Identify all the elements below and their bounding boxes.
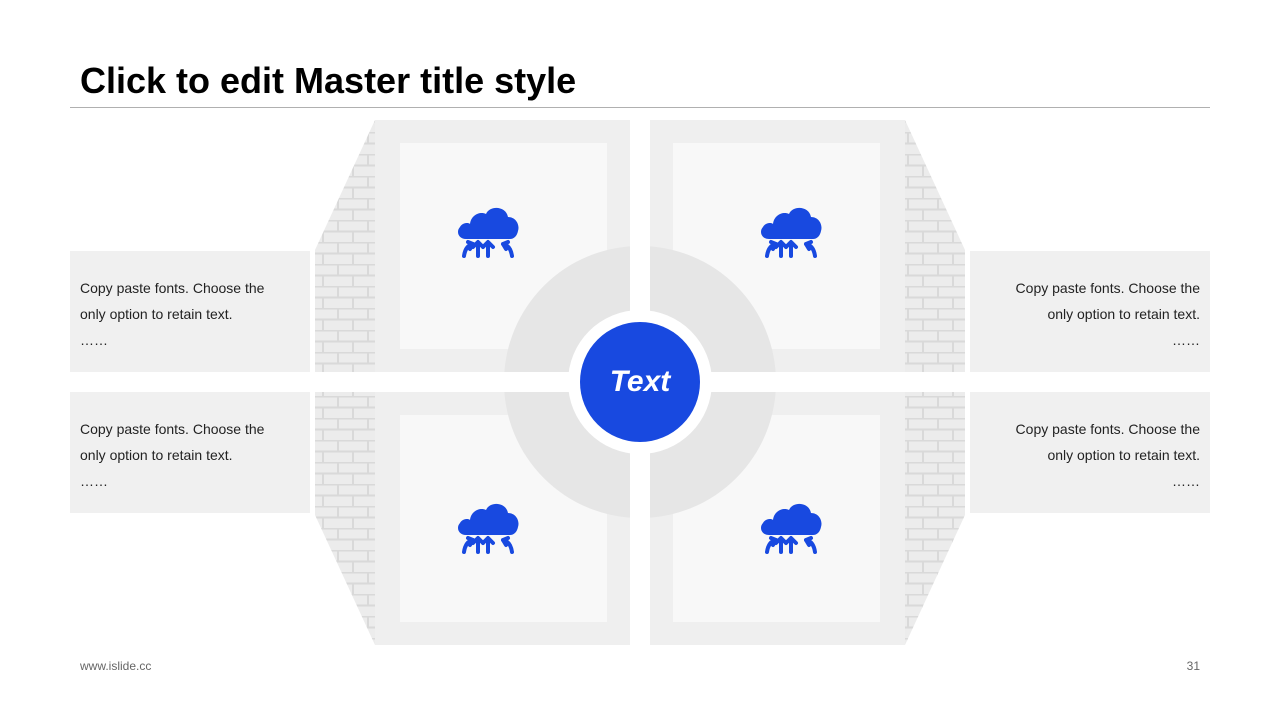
page-number: 31 — [1186, 659, 1200, 673]
text-line: Copy paste fonts. Choose the — [1015, 280, 1200, 296]
footer-url: www.islide.cc — [80, 659, 152, 673]
text-line: only option to retain text. — [80, 447, 233, 463]
text-ellipsis: …… — [80, 473, 108, 489]
text-box-bottom-left[interactable]: Copy paste fonts. Choose the only option… — [70, 392, 310, 513]
text-line: only option to retain text. — [1047, 306, 1200, 322]
text-line: only option to retain text. — [1047, 447, 1200, 463]
text-box-top-left[interactable]: Copy paste fonts. Choose the only option… — [70, 251, 310, 372]
text-line: Copy paste fonts. Choose the — [80, 421, 265, 437]
text-box-top-right[interactable]: Copy paste fonts. Choose the only option… — [970, 251, 1210, 372]
text-box-bottom-right[interactable]: Copy paste fonts. Choose the only option… — [970, 392, 1210, 513]
text-line: Copy paste fonts. Choose the — [80, 280, 265, 296]
text-line: Copy paste fonts. Choose the — [1015, 421, 1200, 437]
center-label[interactable]: Text — [609, 365, 671, 398]
text-ellipsis: …… — [80, 332, 108, 348]
slide-title[interactable]: Click to edit Master title style — [80, 60, 577, 101]
text-ellipsis: …… — [1172, 332, 1200, 348]
text-ellipsis: …… — [1172, 473, 1200, 489]
title-divider — [70, 107, 1210, 108]
center-circle — [580, 322, 700, 442]
text-line: only option to retain text. — [80, 306, 233, 322]
